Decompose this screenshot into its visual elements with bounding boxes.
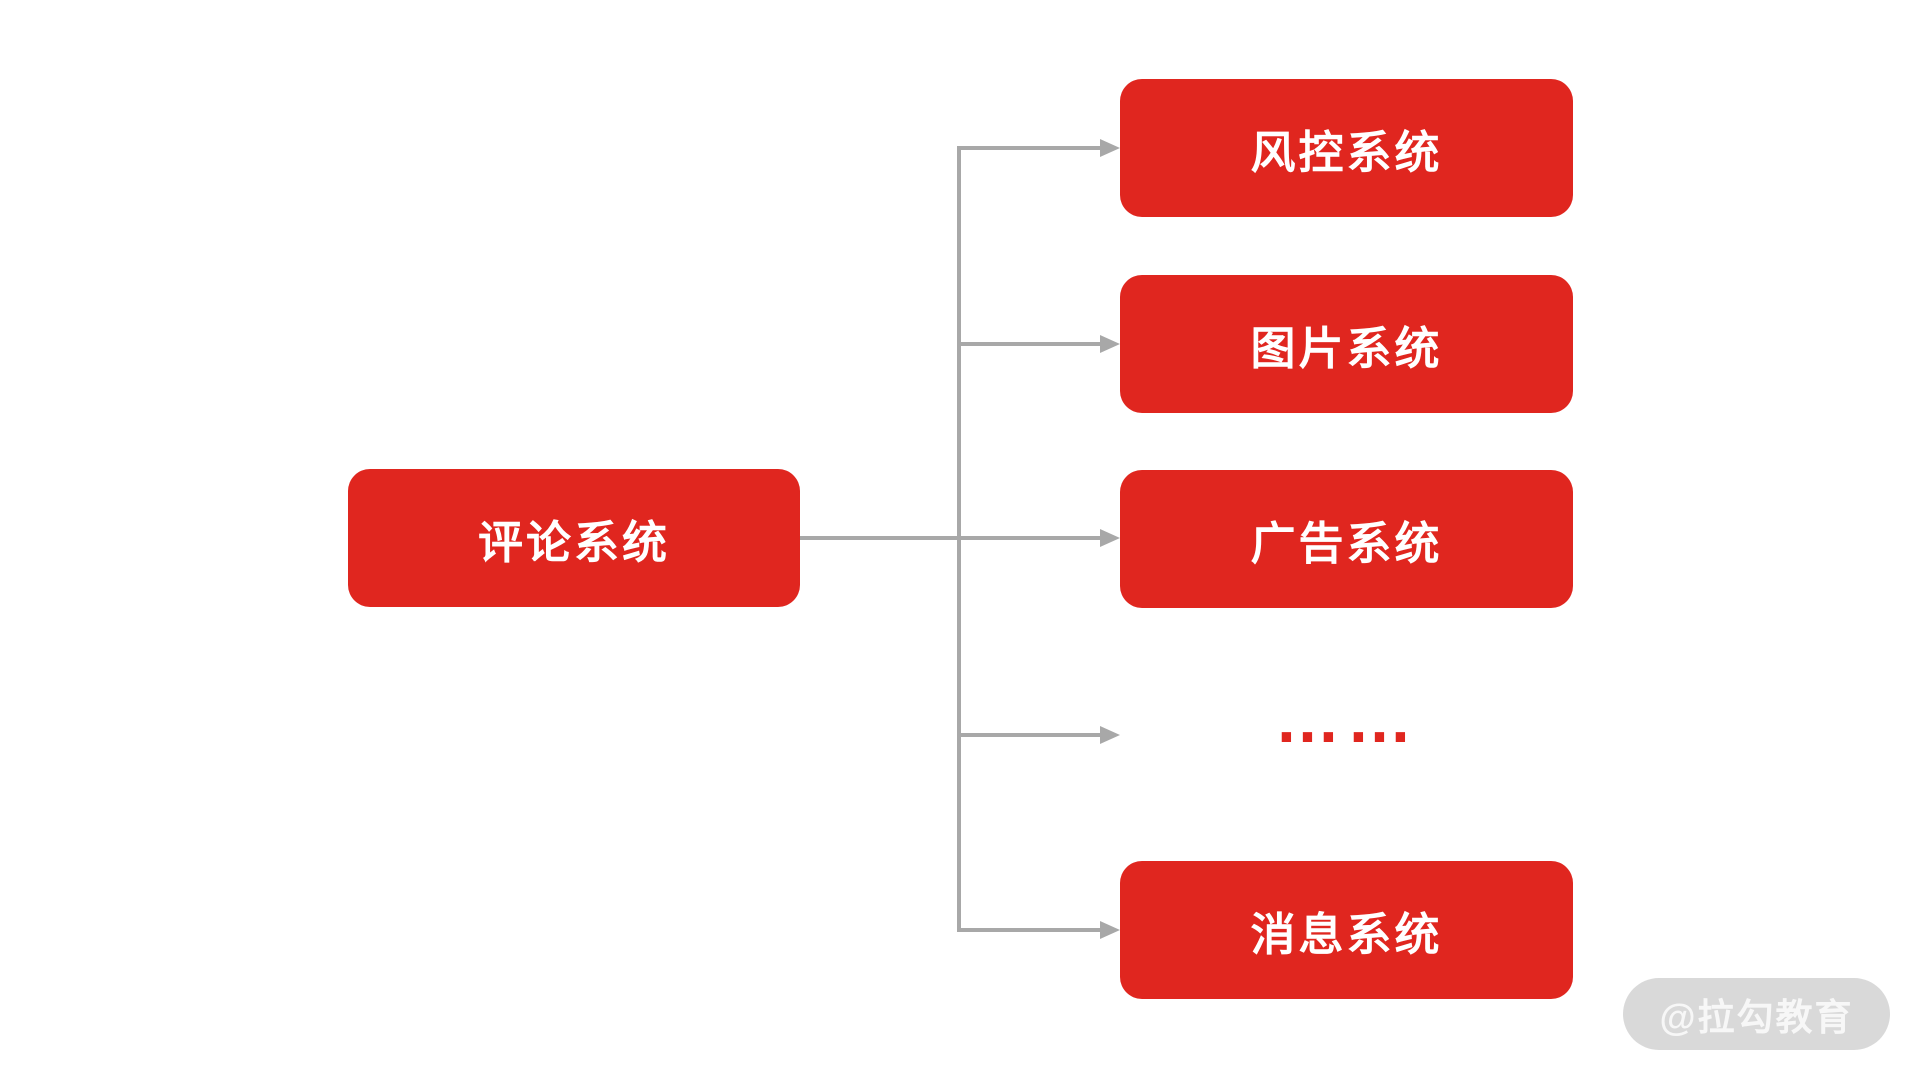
node-ellipsis: …… <box>1120 686 1573 784</box>
node-ad-system: 广告系统 <box>1120 470 1573 608</box>
node-risk-control-system-label: 风控系统 <box>1250 126 1443 178</box>
node-risk-control-system: 风控系统 <box>1120 79 1573 217</box>
watermark-label: @拉勾教育 <box>1659 997 1854 1038</box>
arrowhead-right-icon <box>1100 529 1120 547</box>
node-message-system-label: 消息系统 <box>1250 908 1443 960</box>
connector-branch-risk-control <box>959 146 1102 150</box>
node-comment-system: 评论系统 <box>348 469 800 607</box>
connector-branch-ellipsis <box>959 733 1102 737</box>
node-comment-system-label: 评论系统 <box>477 516 670 568</box>
connector-branch-image <box>959 342 1102 346</box>
arrowhead-right-icon <box>1100 335 1120 353</box>
arrowhead-right-icon <box>1100 921 1120 939</box>
node-image-system: 图片系统 <box>1120 275 1573 413</box>
arrowhead-right-icon <box>1100 139 1120 157</box>
node-ellipsis-label: …… <box>1274 682 1419 756</box>
node-image-system-label: 图片系统 <box>1250 322 1443 374</box>
watermark-badge: @拉勾教育 <box>1623 978 1890 1050</box>
connector-root-stem <box>800 536 1102 540</box>
node-message-system: 消息系统 <box>1120 861 1573 999</box>
connector-trunk <box>957 146 961 932</box>
arrowhead-right-icon <box>1100 726 1120 744</box>
connector-branch-message <box>959 928 1102 932</box>
node-ad-system-label: 广告系统 <box>1250 517 1443 569</box>
